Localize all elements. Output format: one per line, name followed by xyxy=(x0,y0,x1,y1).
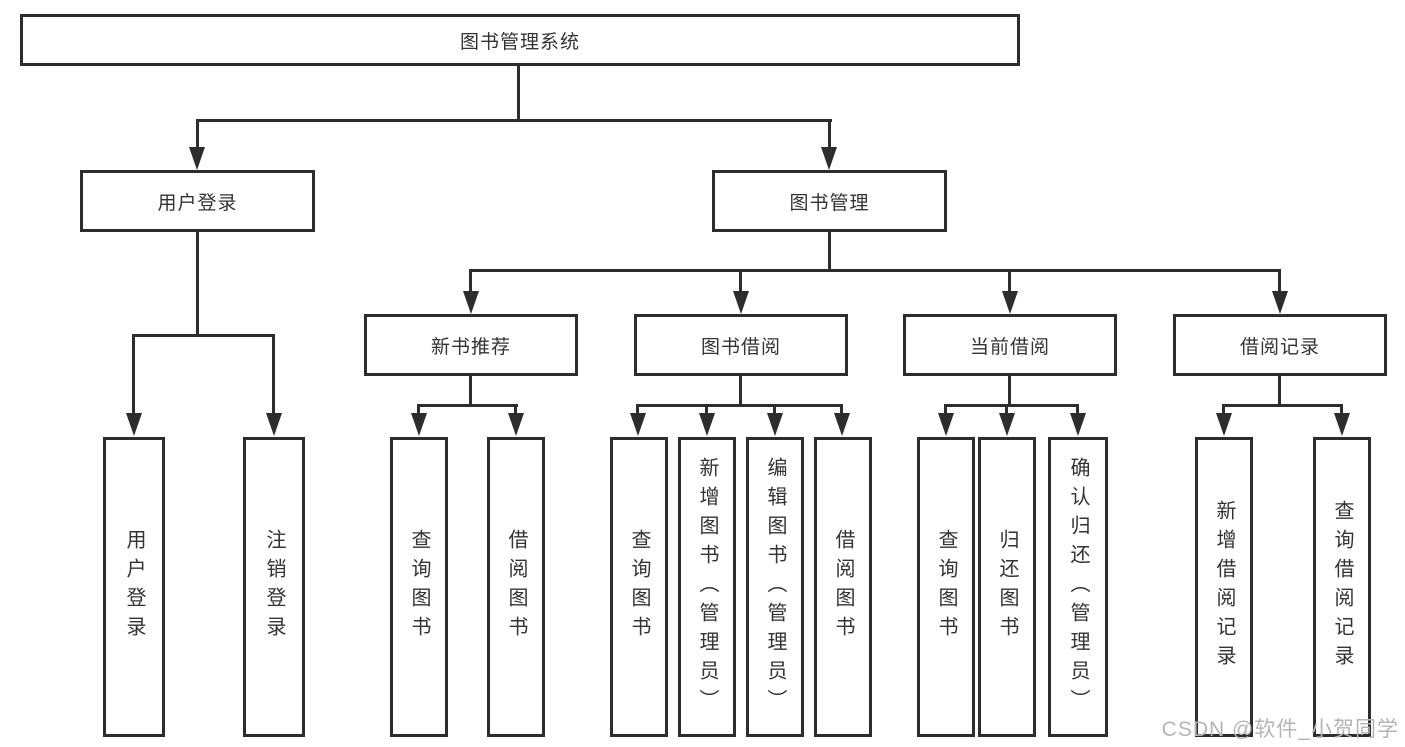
connector-drop-leaf xyxy=(636,404,639,416)
arrow-down-icon xyxy=(834,413,850,436)
leaf-label: 查询图书 xyxy=(408,529,430,645)
node-label: 新书推荐 xyxy=(430,336,511,358)
arrow-down-icon xyxy=(1070,413,1086,436)
connector-drop-user-login xyxy=(196,119,199,149)
arrow-down-icon xyxy=(733,291,749,314)
arrow-down-icon xyxy=(411,413,427,436)
leaf-query-books-recommend: 查询图书 xyxy=(390,437,448,737)
connector-book-mgmt-rail xyxy=(469,269,1281,272)
connector-drop-leaf xyxy=(1076,404,1079,416)
arrow-down-icon xyxy=(508,413,524,436)
arrow-down-icon xyxy=(821,147,837,170)
leaf-user-login: 用户登录 xyxy=(103,437,165,737)
connector-rail xyxy=(944,404,1079,407)
arrow-down-icon xyxy=(938,413,954,436)
leaf-add-borrow-record: 新增借阅记录 xyxy=(1195,437,1253,737)
leaf-label: 归还图书 xyxy=(996,529,1018,645)
connector-rail xyxy=(417,404,518,407)
arrow-down-icon xyxy=(1272,291,1288,314)
arrow-down-icon xyxy=(999,413,1015,436)
node-label: 图书管理 xyxy=(789,192,870,214)
connector-drop-leaf xyxy=(132,334,135,414)
connector-drop-leaf xyxy=(705,404,708,416)
leaf-label: 新增借阅记录 xyxy=(1213,500,1235,674)
leaf-query-borrow-record: 查询借阅记录 xyxy=(1313,437,1371,737)
connector-root-stem xyxy=(517,66,520,121)
leaf-logout: 注销登录 xyxy=(243,437,305,737)
leaf-confirm-return-admin: 确认归还（管理员） xyxy=(1048,437,1108,737)
connector-stem xyxy=(739,376,742,407)
arrow-down-icon xyxy=(189,147,205,170)
node-label: 当前借阅 xyxy=(969,336,1050,358)
connector-drop-leaf xyxy=(1340,404,1343,416)
node-user-login: 用户登录 xyxy=(80,170,315,232)
connector-drop-leaf xyxy=(1222,404,1225,416)
leaf-borrow-books: 借阅图书 xyxy=(814,437,872,737)
node-book-borrowing: 图书借阅 xyxy=(634,314,848,376)
node-library-management-system: 图书管理系统 xyxy=(20,14,1020,66)
leaf-label: 查询图书 xyxy=(628,529,650,645)
arrow-down-icon xyxy=(126,413,142,436)
connector-rail xyxy=(1222,404,1342,407)
connector-root-rail xyxy=(196,119,832,122)
connector-stem xyxy=(469,376,472,407)
connector-drop-borrow-records xyxy=(1278,269,1281,294)
connector-drop-leaf xyxy=(514,404,517,416)
arrow-down-icon xyxy=(1002,291,1018,314)
leaf-label: 借阅图书 xyxy=(832,529,854,645)
connector-drop-book-mgmt xyxy=(828,119,831,149)
leaf-label: 确认归还（管理员） xyxy=(1067,456,1089,718)
arrow-down-icon xyxy=(1334,413,1350,436)
node-label: 借阅记录 xyxy=(1239,336,1320,358)
arrow-down-icon xyxy=(630,413,646,436)
arrow-down-icon xyxy=(266,413,282,436)
leaf-add-books-admin: 新增图书（管理员） xyxy=(678,437,736,737)
leaf-borrow-books-recommend: 借阅图书 xyxy=(487,437,545,737)
connector-drop-leaf xyxy=(773,404,776,416)
leaf-label: 用户登录 xyxy=(123,529,145,645)
leaf-label: 编辑图书（管理员） xyxy=(764,456,786,718)
arrow-down-icon xyxy=(463,291,479,314)
node-borrowing-records: 借阅记录 xyxy=(1173,314,1387,376)
connector-stem xyxy=(1008,376,1011,407)
connector-rail xyxy=(636,404,843,407)
leaf-label: 借阅图书 xyxy=(505,529,527,645)
arrow-down-icon xyxy=(1216,413,1232,436)
connector-drop-book-borrow xyxy=(739,269,742,294)
connector-drop-leaf xyxy=(1005,404,1008,416)
node-current-borrowing: 当前借阅 xyxy=(903,314,1117,376)
connector-drop-leaf xyxy=(840,404,843,416)
leaf-edit-books-admin: 编辑图书（管理员） xyxy=(746,437,804,737)
node-label: 用户登录 xyxy=(157,192,238,214)
connector-user-login-rail xyxy=(132,334,274,337)
connector-drop-current-borrow xyxy=(1008,269,1011,294)
leaf-query-books-current: 查询图书 xyxy=(917,437,975,737)
leaf-return-books: 归还图书 xyxy=(978,437,1036,737)
connector-book-mgmt-stem xyxy=(828,232,831,272)
connector-drop-leaf xyxy=(417,404,420,416)
connector-drop-leaf xyxy=(944,404,947,416)
arrow-down-icon xyxy=(699,413,715,436)
connector-stem xyxy=(1278,376,1281,407)
node-new-book-recommend: 新书推荐 xyxy=(364,314,578,376)
leaf-label: 新增图书（管理员） xyxy=(696,456,718,718)
connector-drop-new-book xyxy=(469,269,472,294)
connector-user-login-stem xyxy=(196,232,199,336)
leaf-label: 注销登录 xyxy=(263,529,285,645)
connector-drop-leaf xyxy=(272,334,275,414)
node-label: 图书借阅 xyxy=(700,336,781,358)
node-label: 图书管理系统 xyxy=(459,31,580,53)
arrow-down-icon xyxy=(767,413,783,436)
leaf-label: 查询借阅记录 xyxy=(1331,500,1353,674)
leaf-label: 查询图书 xyxy=(935,529,957,645)
leaf-query-books-borrowing: 查询图书 xyxy=(610,437,668,737)
node-book-management: 图书管理 xyxy=(712,170,947,232)
csdn-watermark: CSDN @软件_小贺同学 xyxy=(1161,718,1399,741)
